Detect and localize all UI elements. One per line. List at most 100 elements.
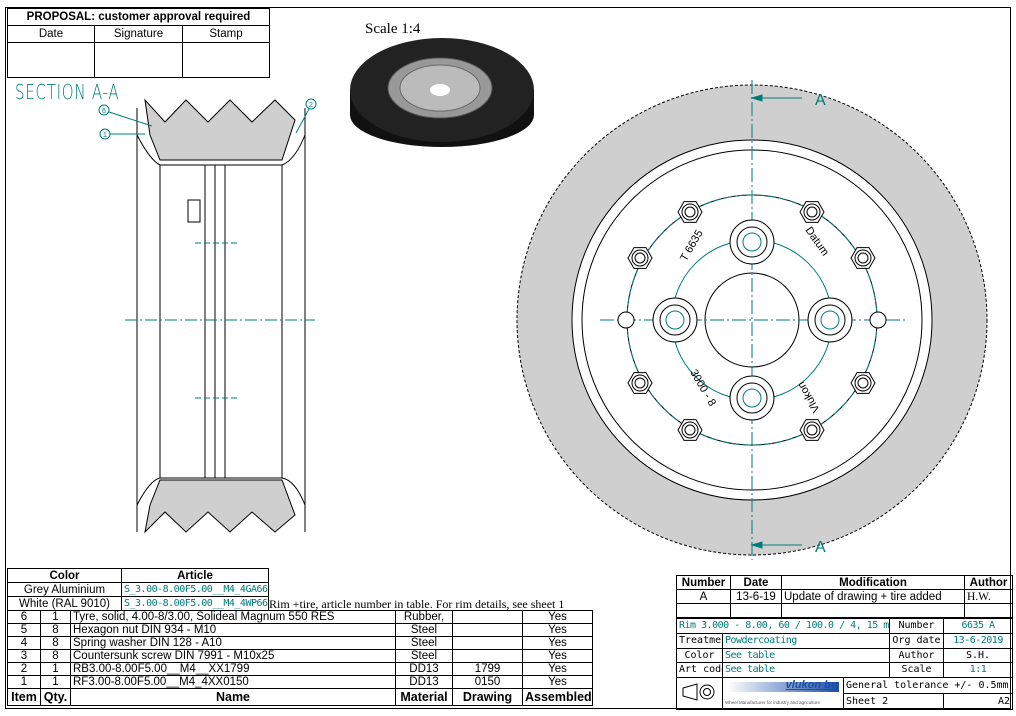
- article-header: Article: [121, 568, 269, 583]
- parts-header: Assembled: [522, 688, 593, 706]
- parts-cell: RB3.00-8.00F5.00__M4__XX1799: [70, 662, 396, 676]
- stud-hole: [807, 297, 853, 343]
- balloon-6: 6: [102, 108, 106, 115]
- section-marker-bottom: A: [815, 539, 826, 556]
- logo-text: vlukon bv: [785, 679, 837, 691]
- parts-cell: 1799: [452, 662, 523, 676]
- color-label: Color: [676, 648, 723, 663]
- approval-date-cell[interactable]: [7, 42, 95, 78]
- parts-cell: Yes: [522, 675, 593, 689]
- approval-stamp-cell[interactable]: [181, 42, 271, 78]
- parts-cell: Yes: [522, 623, 593, 637]
- rev-date-header: Date: [730, 575, 782, 590]
- section-label: SECTION A-A: [15, 80, 120, 104]
- art-code-label: Art code: [676, 662, 723, 678]
- parts-cell: Steel: [395, 623, 453, 637]
- company-logo: vlukon bv Wheel Manufacturer for industr…: [722, 677, 844, 710]
- parts-cell: Steel: [395, 649, 453, 663]
- approval-signature-cell[interactable]: [94, 42, 183, 78]
- wheel-front-view: T 6635 Datum 3000 - 8 Vlukon: [516, 80, 988, 560]
- tire-3d-render: [350, 38, 534, 147]
- parts-cell: Yes: [522, 662, 593, 676]
- rev-number: A: [676, 589, 731, 604]
- stud-hole: [729, 375, 775, 421]
- sheet-border: [5, 7, 1011, 709]
- tolerance: General tolerance +/- 0.5mm or +/- 1°: [843, 677, 1013, 694]
- scale-label-cell: Scale: [889, 662, 944, 678]
- parts-cell: Hexagon nut DIN 934 - M10: [70, 623, 396, 637]
- parts-cell: 4: [7, 636, 41, 650]
- parts-cell: [452, 610, 523, 624]
- parts-cell: 1: [40, 675, 71, 689]
- article-cell: S_3.00-8.00F5.00__M4_4WP6635: [121, 596, 269, 611]
- parts-cell: RF3.00-8.00F5.00__M4_4XX0150: [70, 675, 396, 689]
- color-cell: White (RAL 9010): [7, 596, 122, 611]
- parts-cell: Countersunk screw DIN 7991 - M10x25: [70, 649, 396, 663]
- sheet-number: Sheet 2: [843, 693, 944, 710]
- org-date-label: Org date: [889, 633, 944, 649]
- parts-cell: 2: [7, 662, 41, 676]
- parts-header: Drawing: [452, 688, 523, 706]
- parts-cell: Steel: [395, 636, 453, 650]
- parts-cell: 0150: [452, 675, 523, 689]
- tyre-section-top: [144, 98, 296, 161]
- author-label: Author: [889, 648, 944, 663]
- approval-table: PROPOSAL: customer approval required Dat…: [6, 8, 271, 78]
- rev-author-header: Author: [964, 575, 1013, 590]
- rev-modification-header: Modification: [781, 575, 965, 590]
- rev-author: H.W.: [964, 589, 1013, 604]
- color-header: Color: [7, 568, 122, 583]
- assembly-note: Rim +tire, article number in table. For …: [269, 597, 565, 611]
- section-view: [125, 98, 315, 534]
- parts-cell: 6: [7, 610, 41, 624]
- parts-header: Name: [70, 688, 396, 706]
- valve-hole: [617, 311, 635, 329]
- parts-cell: 8: [40, 636, 71, 650]
- parts-cell: 8: [40, 649, 71, 663]
- parts-header: Qty.: [40, 688, 71, 706]
- article-cell: S_3.00-8.00F5.00__M4_4GA6635: [121, 582, 269, 597]
- rev-date: 13-6-19: [730, 589, 782, 604]
- color-cell: Grey Aluminium: [7, 582, 122, 597]
- parts-cell: Yes: [522, 649, 593, 663]
- rev-number-header: Number: [676, 575, 731, 590]
- parts-cell: [452, 649, 523, 663]
- author-value: S.H.: [943, 648, 1013, 663]
- parts-cell: Spring washer DIN 128 - A10: [70, 636, 396, 650]
- parts-cell: Tyre, solid, 4.00-8/3.00, Solideal Magnu…: [70, 610, 396, 624]
- org-date-value: 13-6-2019: [943, 633, 1013, 649]
- parts-cell: Yes: [522, 610, 593, 624]
- projection-cell: [676, 677, 723, 710]
- stud-hole: [652, 297, 698, 343]
- parts-cell: 1: [40, 662, 71, 676]
- scale-value: 1:1: [943, 662, 1013, 678]
- parts-cell: 1: [7, 675, 41, 689]
- section-marker-top: A: [815, 92, 826, 109]
- number-label: Number: [889, 618, 944, 634]
- treatment-label: Treatment: [676, 633, 723, 649]
- color-value: See table: [722, 648, 890, 663]
- art-code-value: See table: [722, 662, 890, 678]
- stud-hole: [729, 219, 775, 265]
- balloon-1: 1: [103, 132, 107, 139]
- description: Rim 3.000 - 8.00, 60 / 100.0 / 4, 15 mm: [676, 618, 890, 634]
- sheet-format: A2: [943, 693, 1013, 710]
- number-value: 6635 A: [943, 618, 1013, 634]
- scale-label: Scale 1:4: [365, 21, 421, 37]
- parts-cell: Yes: [522, 636, 593, 650]
- parts-cell: DD13: [395, 662, 453, 676]
- parts-cell: 3: [7, 649, 41, 663]
- parts-cell: 1: [40, 610, 71, 624]
- parts-cell: Rubber,: [395, 610, 453, 624]
- section-markers: A A: [750, 92, 826, 556]
